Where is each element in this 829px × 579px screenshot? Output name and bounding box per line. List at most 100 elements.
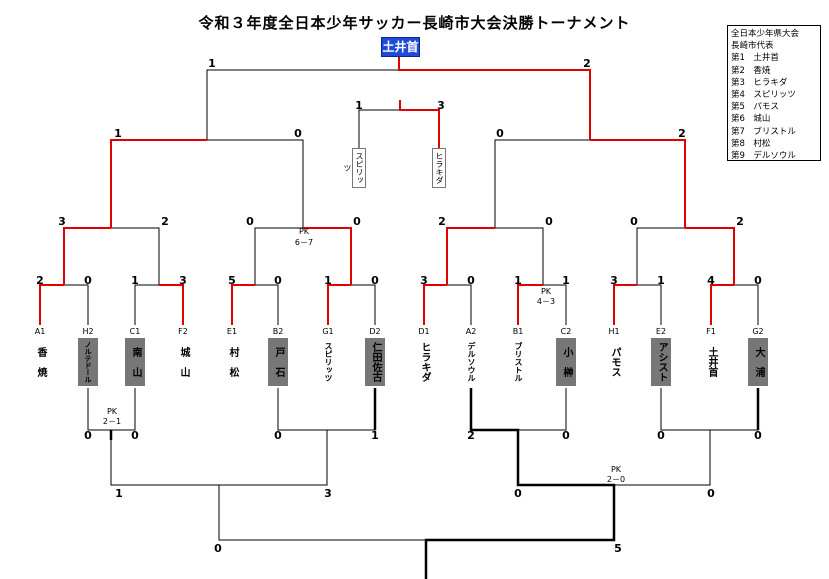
score: 1 xyxy=(324,274,332,287)
score: 1 xyxy=(371,429,379,442)
score: 0 xyxy=(371,274,379,287)
legend-item: 第4 スピリッツ xyxy=(731,90,796,101)
thirdplace-score-left: 1 xyxy=(355,99,363,112)
champion-badge: 土井首 xyxy=(381,37,420,57)
team-code: D2 xyxy=(369,327,381,336)
score: 3 xyxy=(610,274,618,287)
team-code: E2 xyxy=(655,327,667,336)
legend-item: 第9 デルソウル xyxy=(731,151,796,162)
team-name: ブリストル xyxy=(514,342,523,382)
team-code: H1 xyxy=(608,327,620,336)
pk-score: 4－3 xyxy=(536,297,556,306)
score: 4 xyxy=(707,274,715,287)
team-name: 城 山 xyxy=(178,347,189,377)
score: 0 xyxy=(274,429,282,442)
team-code: A1 xyxy=(34,327,46,336)
score: 3 xyxy=(324,487,332,500)
team-code: G1 xyxy=(322,327,334,336)
team-name: スピリッツ xyxy=(324,342,333,382)
team-code: E1 xyxy=(226,327,238,336)
score: 0 xyxy=(294,127,302,140)
score: 1 xyxy=(657,274,665,287)
score: 1 xyxy=(115,487,123,500)
score: 3 xyxy=(58,215,66,228)
team-name: 小 榊 xyxy=(556,338,576,386)
legend-item: 第7 ブリストル xyxy=(731,126,796,137)
team-code: F1 xyxy=(706,327,716,336)
score: 1 xyxy=(514,274,522,287)
team-code: D1 xyxy=(418,327,430,336)
score: 0 xyxy=(545,215,553,228)
score: 2 xyxy=(583,57,591,70)
score: 0 xyxy=(84,274,92,287)
score: 0 xyxy=(707,487,715,500)
team-name: 戸 石 xyxy=(268,338,288,386)
score: 0 xyxy=(754,274,762,287)
score: 2 xyxy=(736,215,744,228)
score: 0 xyxy=(131,429,139,442)
team-name: 大 浦 xyxy=(748,338,768,386)
team-name: 香 焼 xyxy=(35,347,46,377)
score: 0 xyxy=(246,215,254,228)
team-name: アシスト xyxy=(651,338,671,386)
thirdplace-score-right: 3 xyxy=(437,99,445,112)
team-name: 土井首 xyxy=(706,347,717,377)
score: 1 xyxy=(114,127,122,140)
score: 0 xyxy=(514,487,522,500)
team-name: ノルテドール xyxy=(78,338,98,386)
legend-item: 第1 土井首 xyxy=(731,53,779,64)
score: 0 xyxy=(657,429,665,442)
score: 1 xyxy=(562,274,570,287)
team-code: C2 xyxy=(560,327,572,336)
thirdplace-team-right: ヒラキダ xyxy=(432,148,446,188)
legend-item: 第3 ヒラキダ xyxy=(731,77,788,88)
score: 0 xyxy=(353,215,361,228)
team-name: 村 松 xyxy=(227,347,238,377)
score: 3 xyxy=(179,274,187,287)
score: 0 xyxy=(496,127,504,140)
score: 2 xyxy=(467,429,475,442)
legend-box: 全日本少年県大会 長崎市代表 第1 土井首 第2 香焼 第3 ヒラキダ 第4 ス… xyxy=(727,25,821,161)
score: 5 xyxy=(228,274,236,287)
team-code: G2 xyxy=(752,327,764,336)
team-name: パモス xyxy=(609,347,620,377)
team-code: C1 xyxy=(129,327,141,336)
pk-label: PK xyxy=(610,465,622,474)
team-code: B1 xyxy=(512,327,524,336)
score: 3 xyxy=(420,274,428,287)
team-code: B2 xyxy=(272,327,284,336)
score: 0 xyxy=(562,429,570,442)
team-name: ヒラキダ xyxy=(419,342,430,382)
score: 2 xyxy=(438,215,446,228)
thirdplace-team-left: スピリッツ xyxy=(343,148,366,188)
score: 0 xyxy=(754,429,762,442)
team-code: A2 xyxy=(465,327,477,336)
score: 5 xyxy=(614,542,622,555)
legend-item: 第6 城山 xyxy=(731,114,771,125)
score: 1 xyxy=(208,57,216,70)
pk-label: PK xyxy=(106,407,118,416)
pk-label: PK xyxy=(540,287,552,296)
score: 0 xyxy=(630,215,638,228)
team-name: 仁田佐古 xyxy=(365,338,385,386)
score: 2 xyxy=(678,127,686,140)
legend-subheader: 長崎市代表 xyxy=(731,41,774,52)
score: 2 xyxy=(161,215,169,228)
pk-label: PK xyxy=(298,227,310,236)
pk-score: 6－7 xyxy=(294,238,314,247)
pk-score: 2－0 xyxy=(606,475,626,484)
score: 0 xyxy=(84,429,92,442)
score: 0 xyxy=(214,542,222,555)
score: 0 xyxy=(274,274,282,287)
score: 1 xyxy=(131,274,139,287)
team-code: F2 xyxy=(178,327,188,336)
score: 2 xyxy=(36,274,44,287)
score: 0 xyxy=(467,274,475,287)
team-name: 南 山 xyxy=(125,338,145,386)
team-code: H2 xyxy=(82,327,94,336)
page-title: 令和３年度全日本少年サッカー長崎市大会決勝トーナメント xyxy=(198,14,631,32)
legend-item: 第8 村松 xyxy=(731,138,771,149)
team-name: デルソウル xyxy=(467,342,476,382)
legend-item: 第2 香焼 xyxy=(731,65,771,76)
